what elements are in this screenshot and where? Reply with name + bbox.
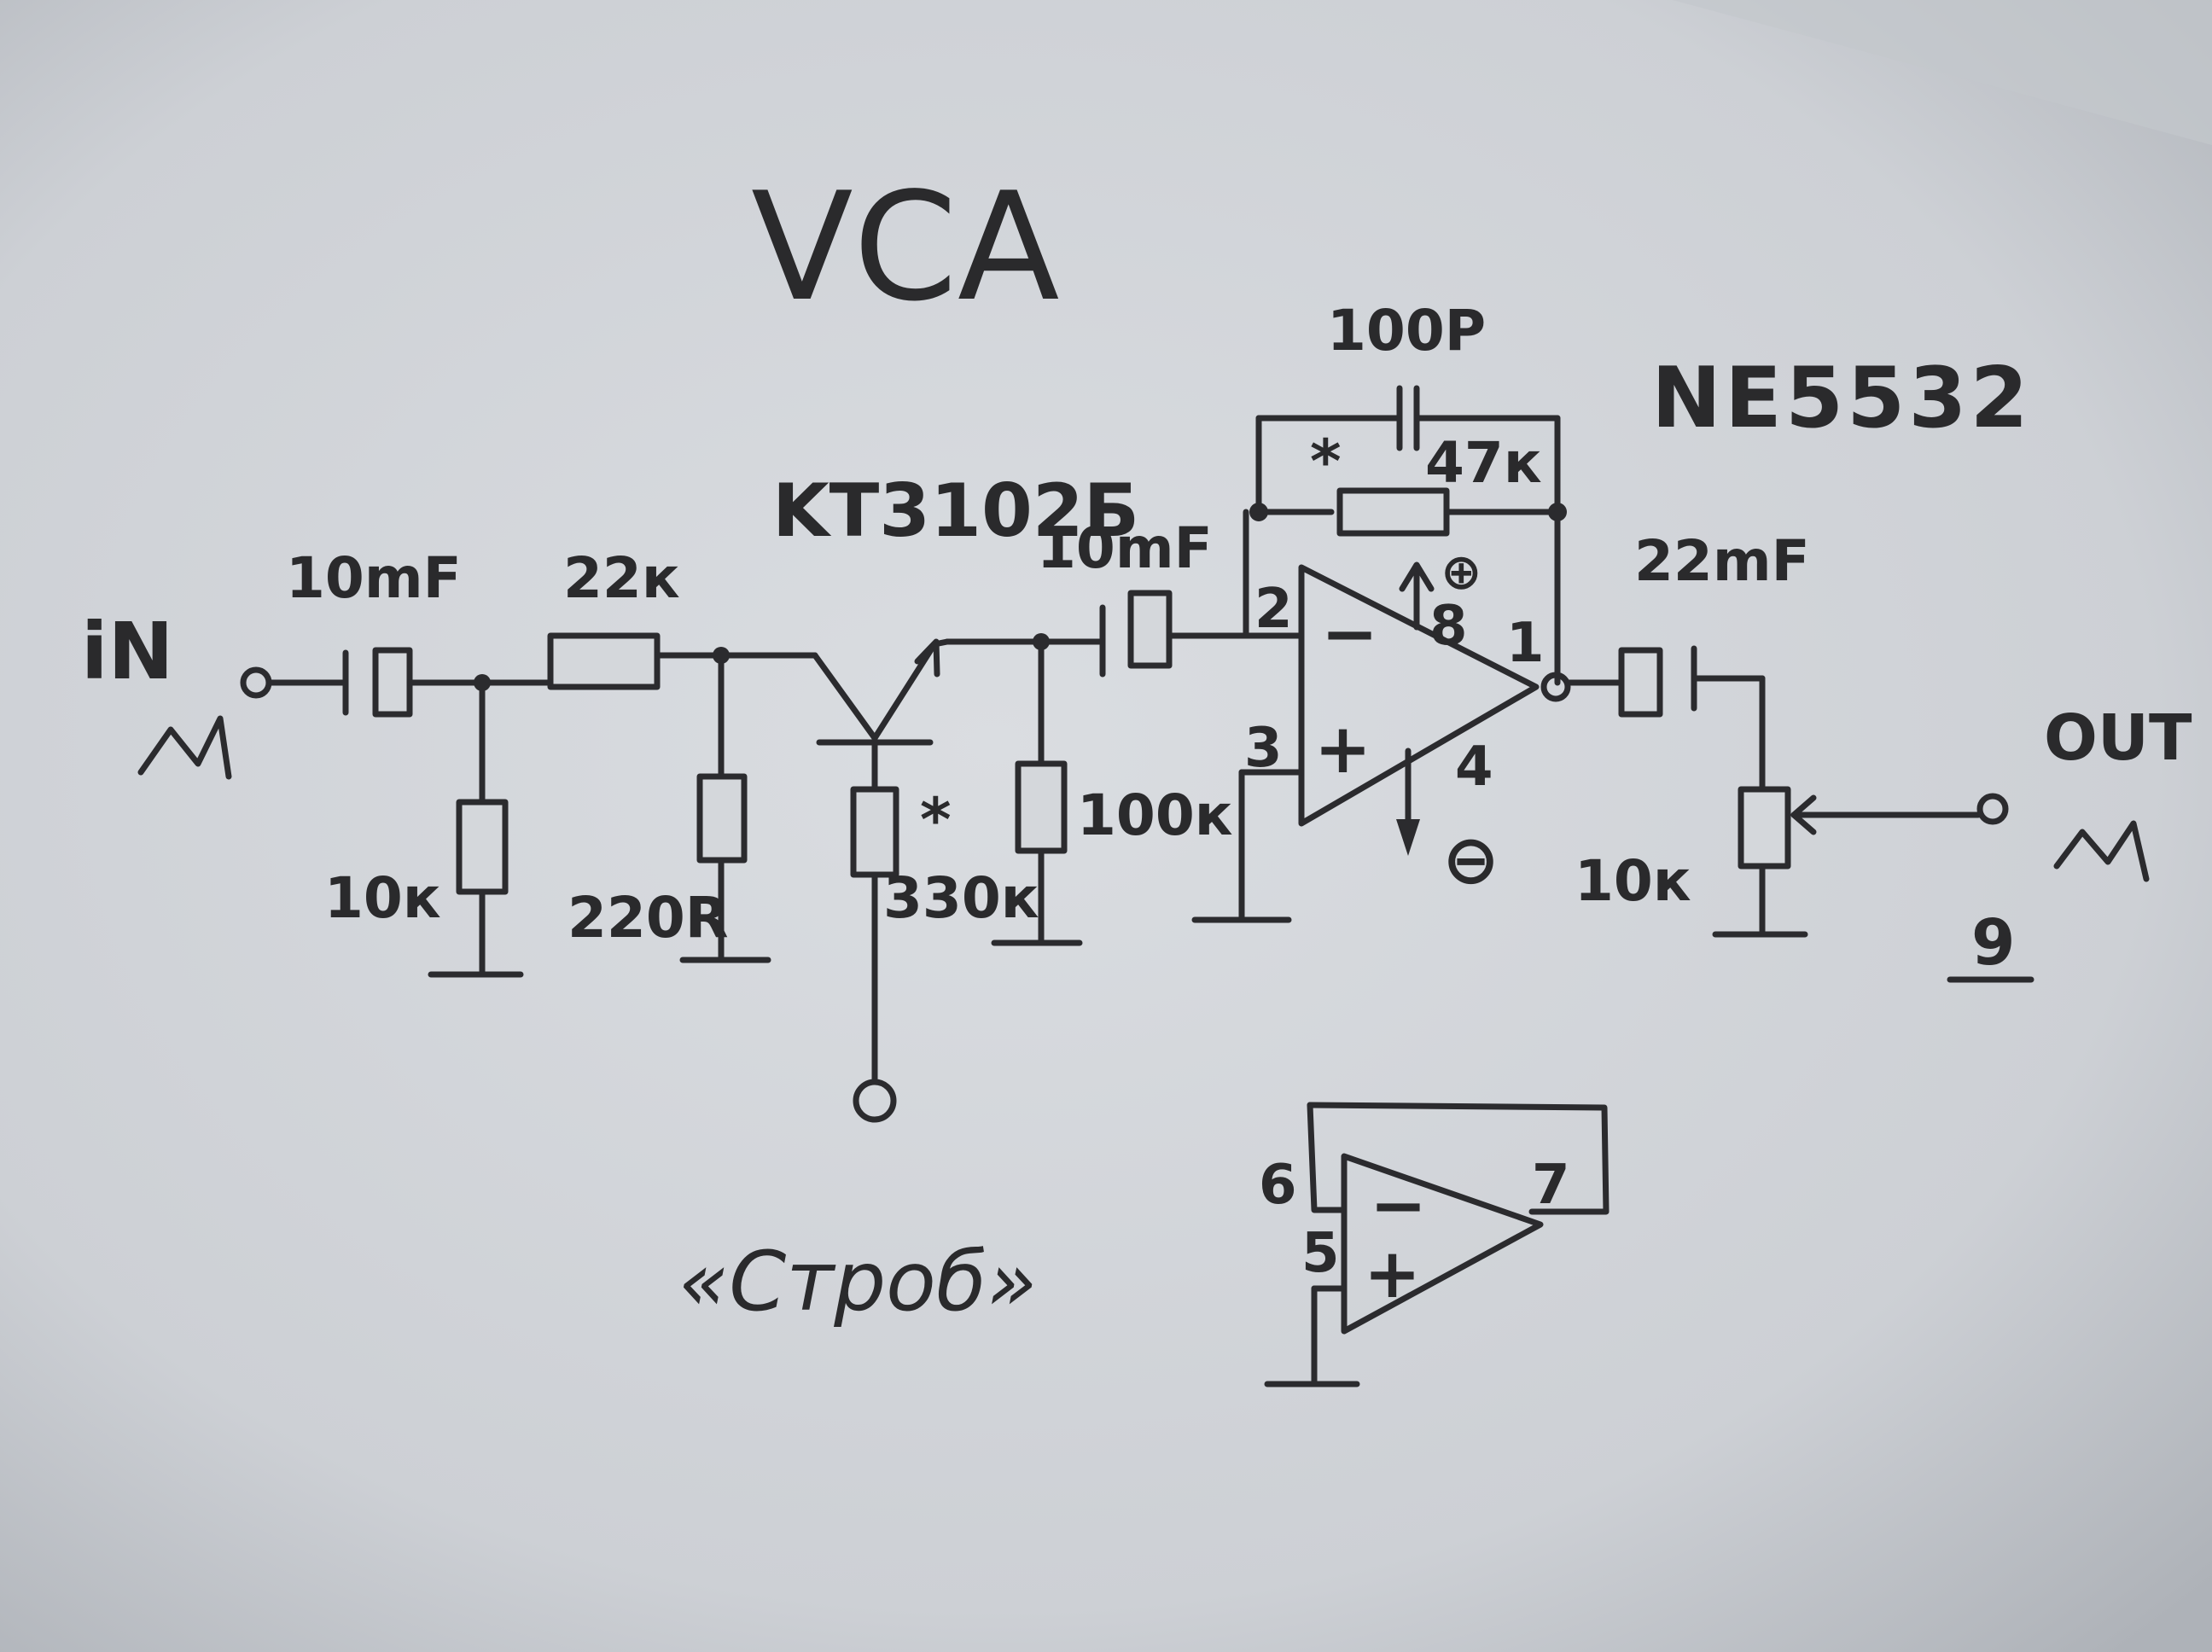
- coupling-capacitor-label: 10mF: [1037, 515, 1213, 581]
- strobe-terminal: [853, 1079, 897, 1123]
- collector-resistor-label: 330к: [883, 865, 1039, 931]
- u2-plus-sign: +: [1364, 1234, 1421, 1313]
- input-capacitor-label: 10mF: [286, 545, 462, 611]
- supply-neg-symbol: ⊖: [1442, 820, 1499, 899]
- op-amp-pin-inverting: 2: [1254, 578, 1293, 641]
- unused-op-amp-half: [1264, 1102, 1610, 1387]
- collector-tuning-star: *: [920, 785, 952, 855]
- supply-pos-arrow-icon: [1399, 561, 1435, 592]
- coupling-capacitor: [1127, 590, 1173, 669]
- output-potentiometer: [1738, 786, 1791, 870]
- op-amp-pin-supply-neg: 4: [1455, 736, 1493, 799]
- bias-resistor-label: 100к: [1077, 782, 1233, 848]
- strobe-label: «Строб»: [678, 1234, 1037, 1329]
- input-signal-icon: [137, 715, 232, 780]
- transistor-symbol: [718, 638, 951, 793]
- output-potentiometer-label: 10к: [1575, 848, 1691, 914]
- u2-pin-inverting: 6: [1259, 1154, 1297, 1217]
- output-junction-dot: [1540, 672, 1571, 702]
- op-amp-minus-sign: −: [1321, 594, 1378, 673]
- ic-label: NE5532: [1651, 350, 2032, 447]
- op-amp-pin-output: 1: [1506, 612, 1545, 675]
- output-label: OUT: [2044, 701, 2192, 775]
- op-amp-pin-supply-pos: 8: [1429, 595, 1468, 658]
- u2-minus-sign: −: [1370, 1166, 1427, 1245]
- feedback-resistor-label: 47к: [1425, 430, 1542, 496]
- input-ground-resistor-label: 10к: [324, 865, 441, 931]
- u2-pin-output: 7: [1532, 1154, 1570, 1217]
- u2-pin-noninverting: 5: [1301, 1222, 1340, 1285]
- series-resistor-label: 22к: [563, 545, 680, 611]
- feedback-tuning-star: *: [1310, 427, 1342, 497]
- paper-fold: [1673, 0, 2212, 145]
- output-ground-mark: 9: [1971, 906, 2016, 980]
- diagram-title: VCA: [751, 161, 1060, 334]
- base-resistor-label: 220R: [568, 885, 729, 951]
- feedback-capacitor-label: 100P: [1327, 298, 1486, 364]
- output-terminal: [1976, 793, 2009, 825]
- input-ground-resistor: [456, 799, 509, 895]
- input-capacitor: [372, 647, 486, 718]
- bias-resistor: [1015, 760, 1068, 854]
- base-resistor: [696, 773, 748, 864]
- op-amp-plus-sign: +: [1314, 709, 1371, 788]
- input-label: iN: [81, 606, 174, 697]
- supply-pos-symbol: ⊕: [1441, 543, 1482, 601]
- feedback-resistor: [1336, 487, 1450, 537]
- output-capacitor-label: 22mF: [1634, 528, 1810, 594]
- collector-resistor: [850, 786, 899, 878]
- output-signal-icon: [2053, 820, 2150, 882]
- output-capacitor: [1618, 647, 1663, 718]
- transistor-label: KT3102Б: [772, 468, 1139, 554]
- supply-neg-arrow-icon: [1396, 819, 1420, 856]
- input-terminal: [240, 649, 349, 716]
- series-resistor: [547, 632, 661, 690]
